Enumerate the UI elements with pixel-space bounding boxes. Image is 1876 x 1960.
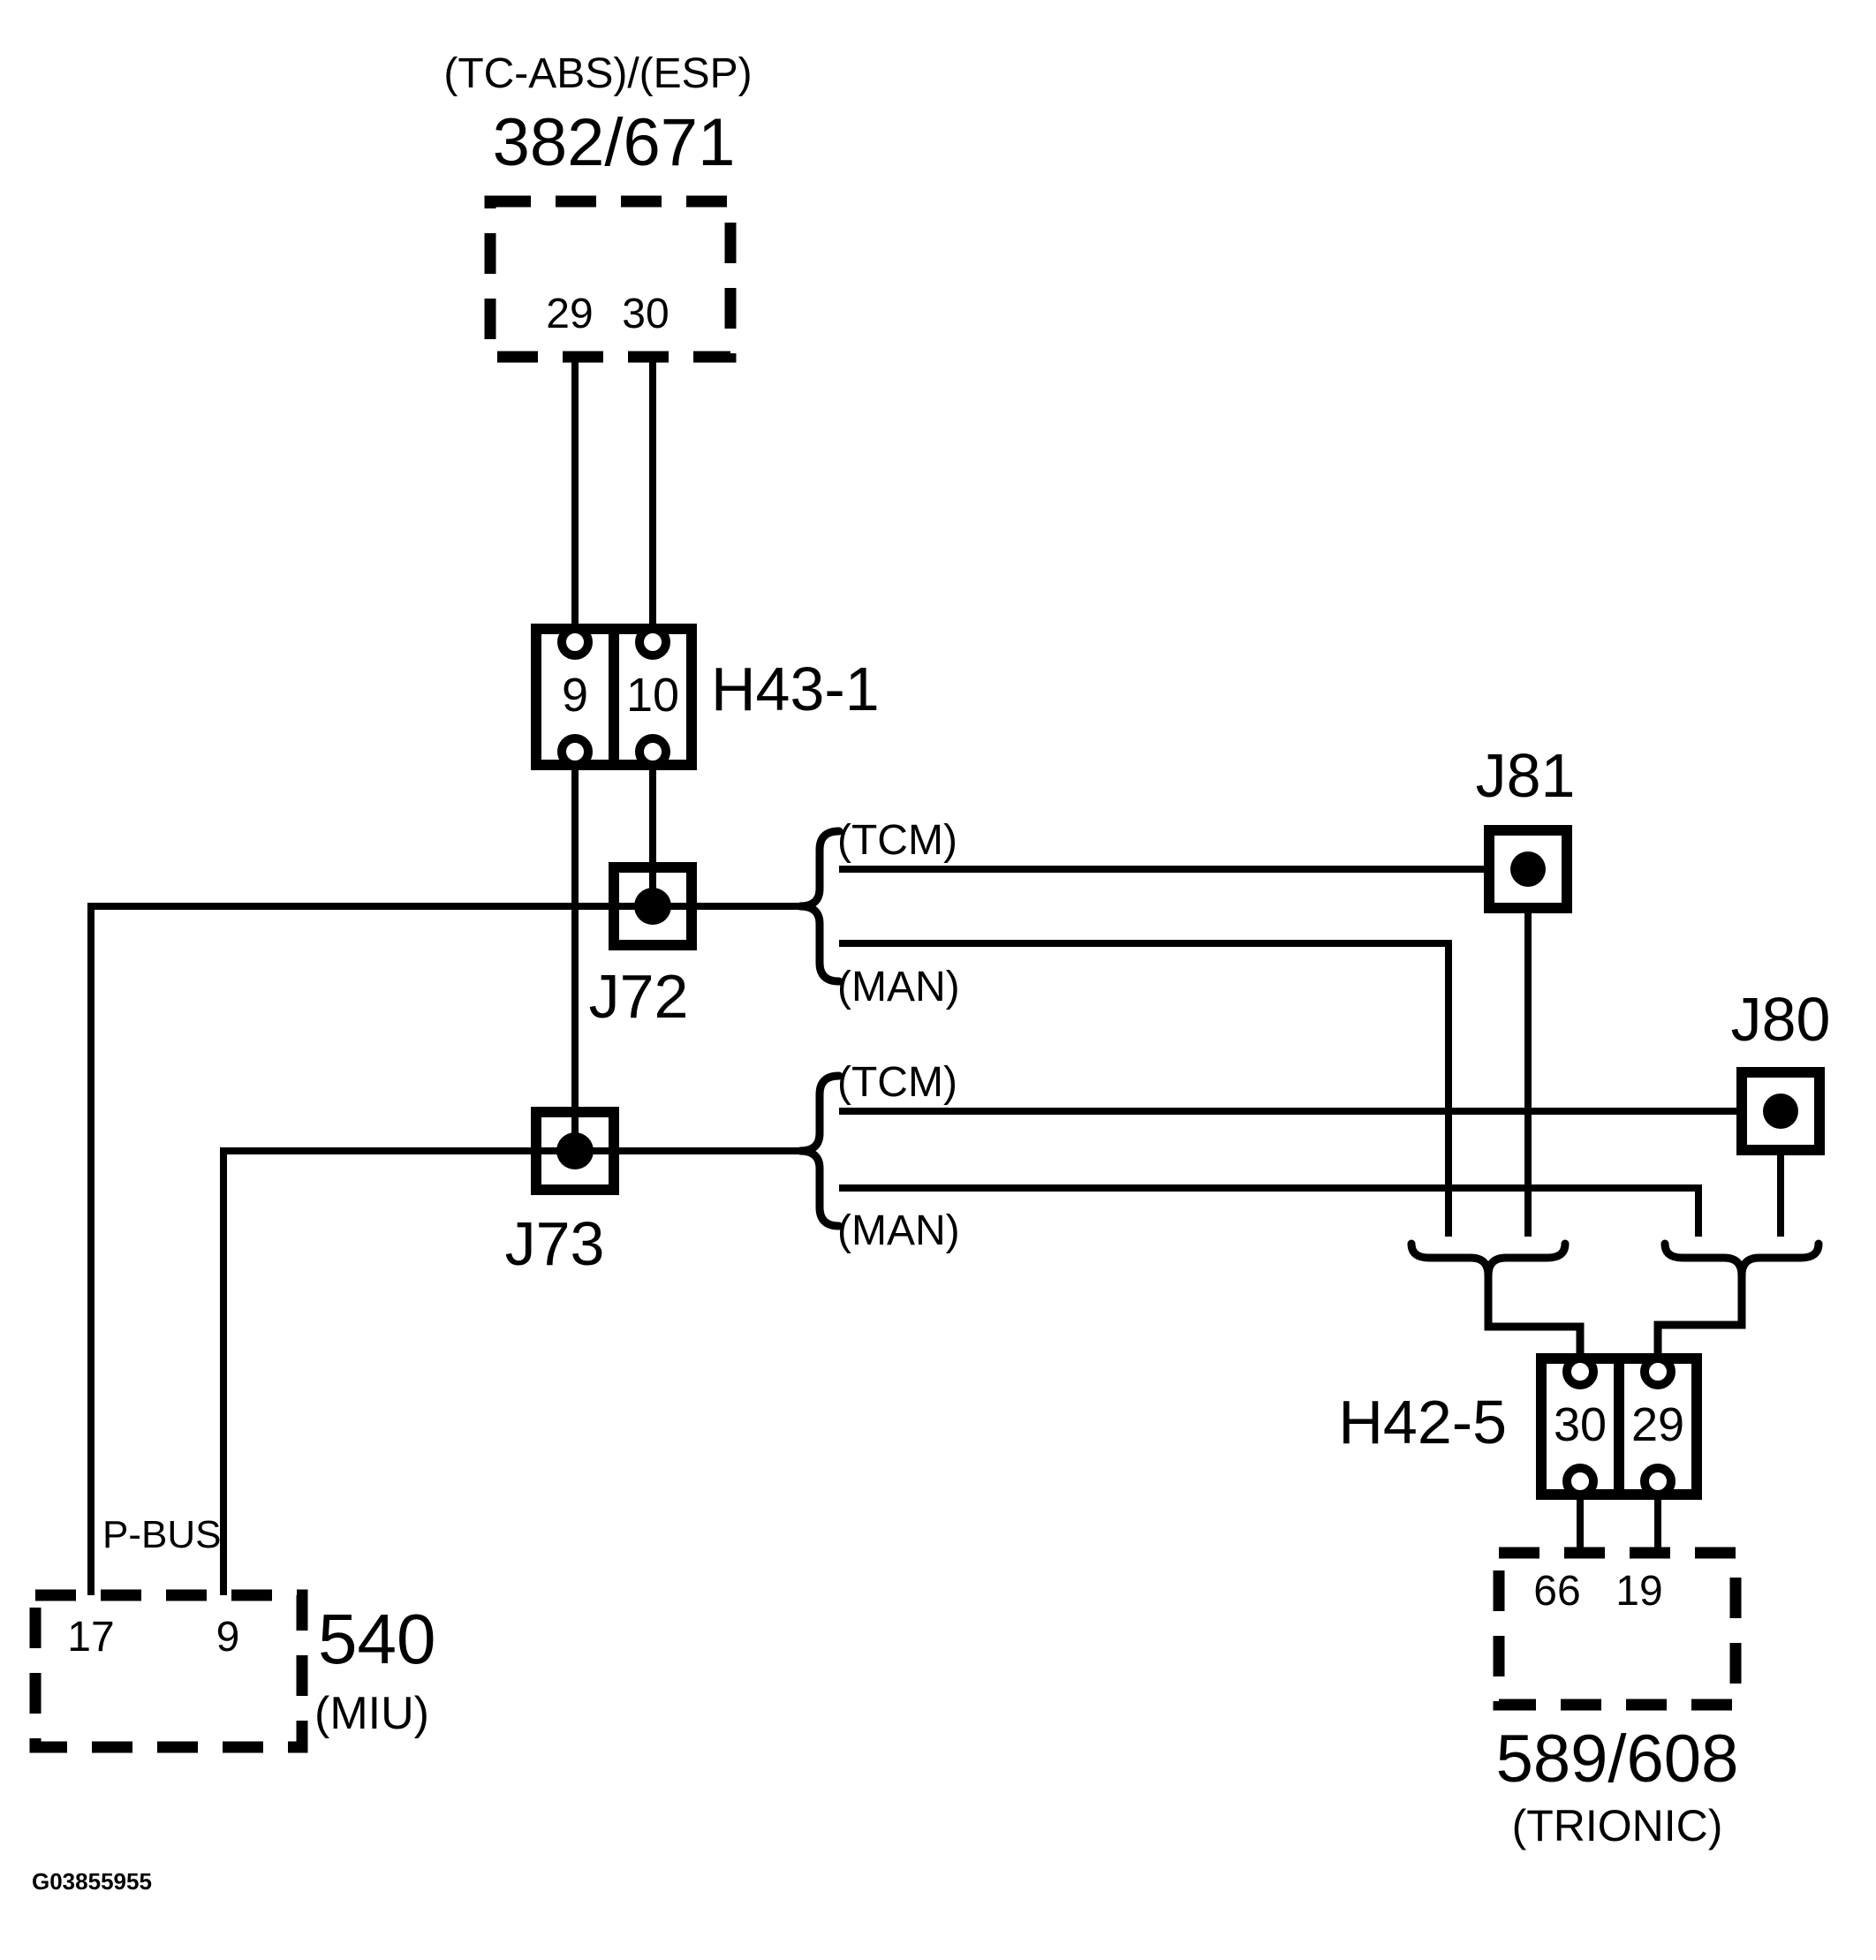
junction-label-j73: J73 (504, 1209, 605, 1278)
junction-j80 (1736, 1067, 1825, 1155)
wire-man-upper-down (839, 940, 1452, 1237)
junction-j80-box (1736, 1067, 1825, 1155)
terminal-h43-pin10-bottom (635, 734, 670, 769)
branch-label-man-upper: (MAN) (837, 964, 960, 1010)
pin-label-66: 66 (1533, 1568, 1581, 1615)
wire-j72-to-miu-pin17 (87, 903, 802, 1595)
branch-label-tcm-upper: (TCM) (837, 817, 957, 864)
connector-pin-label-9: 9 (561, 669, 589, 722)
branch-label-tcm-lower: (TCM) (837, 1059, 957, 1106)
wire-left-merge-to-h42-pin30 (1484, 1275, 1585, 1358)
junction-j72 (609, 862, 697, 950)
junction-j73-dot (556, 1132, 594, 1169)
junction-j81-dot (1510, 851, 1546, 887)
terminal-h42-pin29-top (1640, 1354, 1676, 1389)
module-id-589-608: 589/608 (1495, 1722, 1739, 1797)
module-caption-tc-abs-esp: (TC-ABS)/(ESP) (443, 50, 753, 97)
terminal-h43-pin9-bottom (557, 734, 593, 769)
figure-id: G03855955 (32, 1868, 152, 1895)
terminal-h42-pin29-bottom (1640, 1464, 1676, 1499)
junction-j80-dot (1763, 1094, 1798, 1129)
terminal-h42-pin30-top (1562, 1354, 1598, 1389)
junction-label-j80: J80 (1730, 985, 1831, 1054)
junction-j81 (1484, 825, 1572, 913)
bus-label-p-bus: P-BUS (102, 1513, 222, 1556)
module-caption-trionic: (TRIONIC) (1511, 1801, 1723, 1850)
junction-j73 (531, 1107, 619, 1195)
junction-j72-dot (634, 888, 671, 925)
terminal-h42-pin30-bottom (1562, 1464, 1598, 1499)
module-id-382-671: 382/671 (492, 105, 736, 180)
wire-man-lower-down (839, 1184, 1702, 1237)
connector-pin-label-10: 10 (625, 669, 680, 722)
connector-label-h42-5: H42-5 (1338, 1388, 1507, 1457)
module-id-540: 540 (318, 1600, 436, 1678)
connector-h42-5 (1536, 1353, 1702, 1500)
junction-j81-box (1484, 825, 1572, 913)
pin-label-29: 29 (546, 291, 594, 337)
junction-j72-box (609, 862, 697, 950)
pin-label-19: 19 (1615, 1568, 1663, 1615)
connector-label-h43-1: H43-1 (711, 655, 880, 723)
wire-right-merge-to-h42-pin29 (1653, 1275, 1746, 1358)
junction-j73-box (531, 1107, 619, 1195)
pin-label-miu-9: 9 (216, 1614, 240, 1661)
terminal-h43-pin10-top (635, 624, 670, 660)
connector-pin-label-29: 29 (1630, 1398, 1685, 1451)
bracket-merge-right (1660, 1239, 1823, 1280)
bracket-merge-left (1407, 1239, 1570, 1280)
connector-pin-label-30: 30 (1553, 1398, 1607, 1451)
junction-label-j81: J81 (1475, 741, 1576, 810)
junction-label-j72: J72 (588, 962, 689, 1031)
pin-label-30: 30 (622, 291, 669, 337)
module-box-540-miu (29, 1589, 308, 1753)
connector-h43-1 (531, 624, 697, 770)
pin-label-17: 17 (67, 1614, 115, 1661)
brace-split-j73 (796, 1071, 843, 1230)
module-caption-miu: (MIU) (314, 1688, 429, 1739)
terminal-h43-pin9-top (557, 624, 593, 660)
branch-label-man-lower: (MAN) (837, 1207, 960, 1254)
brace-split-j72 (796, 827, 843, 986)
